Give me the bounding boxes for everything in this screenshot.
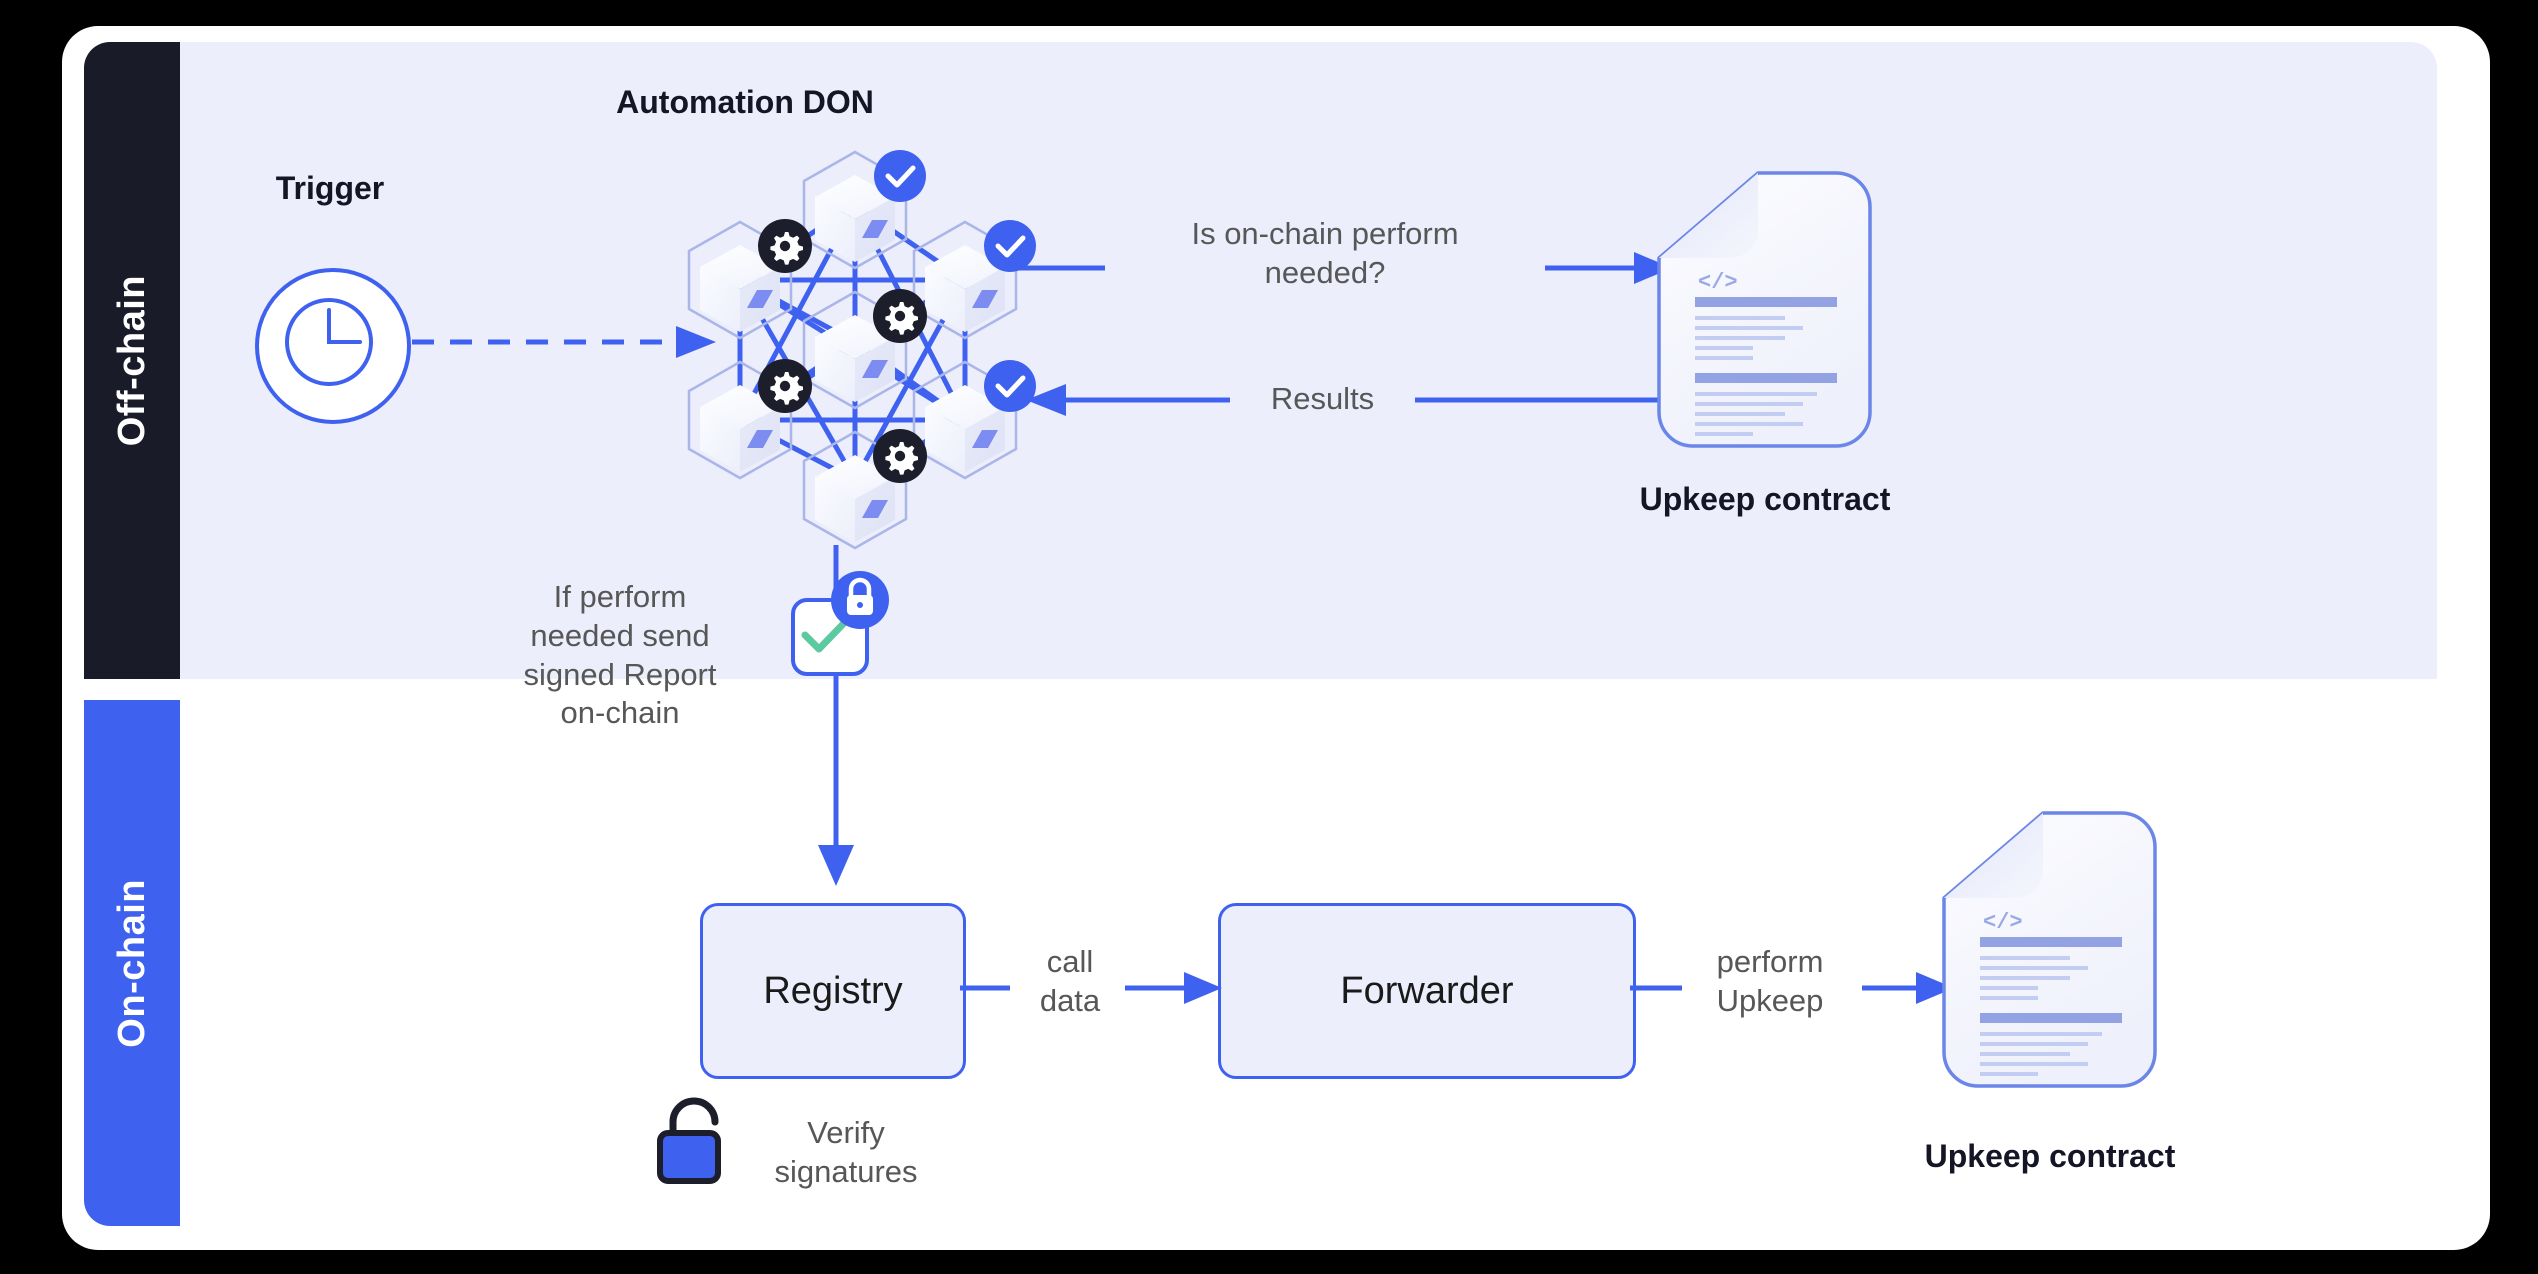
perform-question-label: Is on-chain perform needed? — [1191, 216, 1459, 290]
lane-offchain-label: Off-chain — [110, 274, 153, 447]
registry-label: Registry — [763, 969, 903, 1012]
perform-upkeep-label: perform Upkeep — [1716, 944, 1824, 1018]
lane-onchain: On-chain — [84, 700, 180, 1226]
upkeep-contract-onchain-label: Upkeep contract — [1924, 1138, 2176, 1174]
call-data-label: call data — [1039, 944, 1101, 1018]
upkeep-contract-offchain-label: Upkeep contract — [1639, 481, 1891, 517]
verify-signatures-label: Verify signatures — [774, 1115, 918, 1189]
signed-report-badge — [791, 598, 869, 676]
registry-block[interactable]: Registry — [700, 903, 966, 1079]
lane-offchain: Off-chain — [84, 42, 180, 679]
don-title: Automation DON — [616, 84, 874, 120]
offchain-region — [84, 42, 2437, 679]
lane-onchain-label: On-chain — [110, 878, 153, 1048]
trigger-label: Trigger — [275, 170, 385, 206]
trigger-circle — [255, 268, 411, 424]
forwarder-block[interactable]: Forwarder — [1218, 903, 1636, 1079]
send-report-label: If perform needed send signed Report on-… — [523, 579, 717, 731]
forwarder-label: Forwarder — [1340, 969, 1514, 1012]
results-label: Results — [1270, 381, 1375, 416]
